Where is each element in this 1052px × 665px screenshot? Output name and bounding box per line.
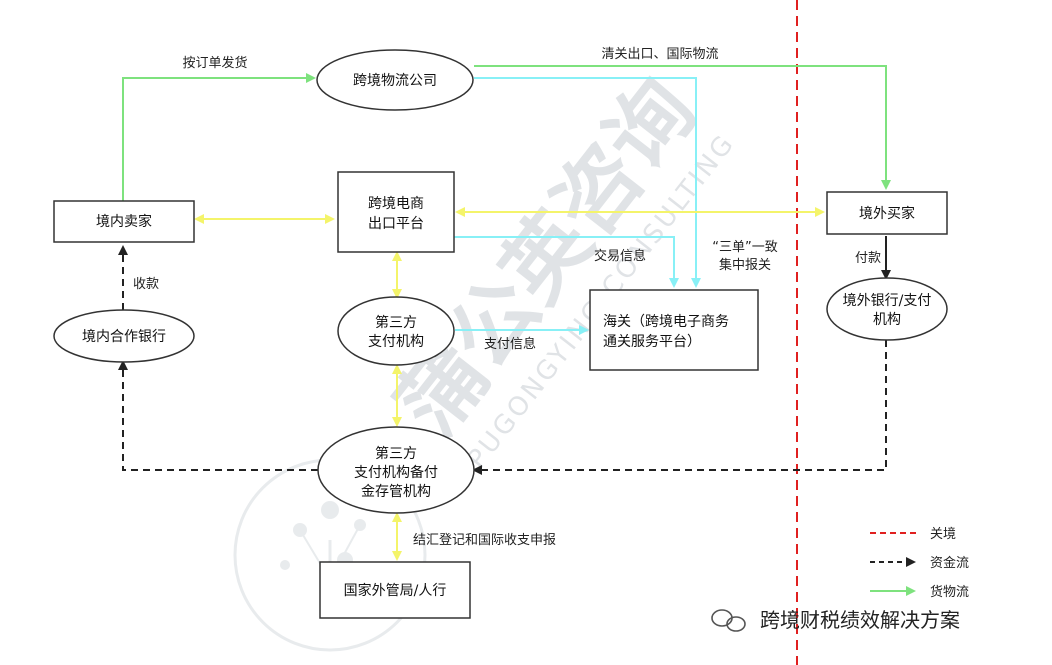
label-pay: 付款 [855, 251, 881, 266]
node-custody: 第三方 支付机构备付 金存管机构 [317, 426, 475, 514]
node-seller: 境内卖家 [53, 200, 195, 243]
goods-arrow-seller-to-logistics [122, 73, 316, 201]
node-platform-line2: 出口平台 [368, 216, 424, 232]
node-custody-line2: 支付机构备付 [354, 464, 438, 481]
label-three-docs-line1: “三单”一致 [712, 240, 777, 255]
label-transaction-info: 交易信息 [594, 248, 646, 264]
node-customs: 海关（跨境电子商务 通关服务平台） [589, 289, 759, 371]
node-logistics-label: 跨境物流公司 [353, 73, 437, 89]
node-platform: 跨境电商 出口平台 [337, 171, 455, 253]
node-logistics: 跨境物流公司 [316, 49, 474, 111]
node-third-party-line1: 第三方 [375, 314, 417, 331]
node-customs-line2: 通关服务平台） [603, 334, 701, 350]
node-seller-label: 境内卖家 [96, 213, 152, 230]
legend-border-label: 关境 [930, 527, 956, 542]
fund-arrow-custody-to-domesticbank [118, 360, 318, 471]
node-domestic-bank: 境内合作银行 [53, 309, 195, 363]
node-platform-line1: 跨境电商 [368, 196, 424, 212]
node-domestic-bank-label: 境内合作银行 [82, 329, 166, 345]
footer-brand-text: 跨境财税绩效解决方案 [760, 608, 960, 632]
node-foreign-bank: 境外银行/支付 机构 [826, 277, 948, 341]
label-ship-by-order: 按订单发货 [182, 55, 247, 71]
node-customs-line1: 海关（跨境电子商务 [603, 314, 729, 330]
label-three-docs-line2: 集中报关 [719, 257, 771, 273]
node-safe-label: 国家外管局/人行 [344, 582, 447, 599]
label-payment-info: 支付信息 [484, 336, 536, 352]
footer-brand: 跨境财税绩效解决方案 [711, 608, 960, 632]
node-buyer-label: 境外买家 [859, 205, 915, 222]
legend: 关境 资金流 货物流 [870, 527, 969, 600]
legend-goods-label: 货物流 [930, 584, 969, 600]
label-collect: 收款 [133, 277, 159, 292]
info-arrow-platform-to-customs [453, 236, 679, 288]
node-custody-line1: 第三方 [375, 445, 417, 462]
node-foreign-bank-line1: 境外银行/支付 [843, 293, 932, 309]
node-buyer: 境外买家 [826, 191, 948, 235]
node-foreign-bank-line2: 机构 [873, 312, 901, 328]
wechat-icon [711, 609, 746, 632]
legend-fund-label: 资金流 [930, 555, 969, 571]
label-clearance-logistics: 清关出口、国际物流 [601, 47, 718, 62]
node-third-party: 第三方 支付机构 [337, 296, 455, 366]
goods-arrow-logistics-to-buyer [474, 65, 891, 190]
node-custody-line3: 金存管机构 [361, 484, 431, 500]
node-safe: 国家外管局/人行 [319, 561, 471, 619]
node-third-party-line2: 支付机构 [368, 334, 424, 350]
label-settlement: 结汇登记和国际收支申报 [413, 533, 556, 548]
